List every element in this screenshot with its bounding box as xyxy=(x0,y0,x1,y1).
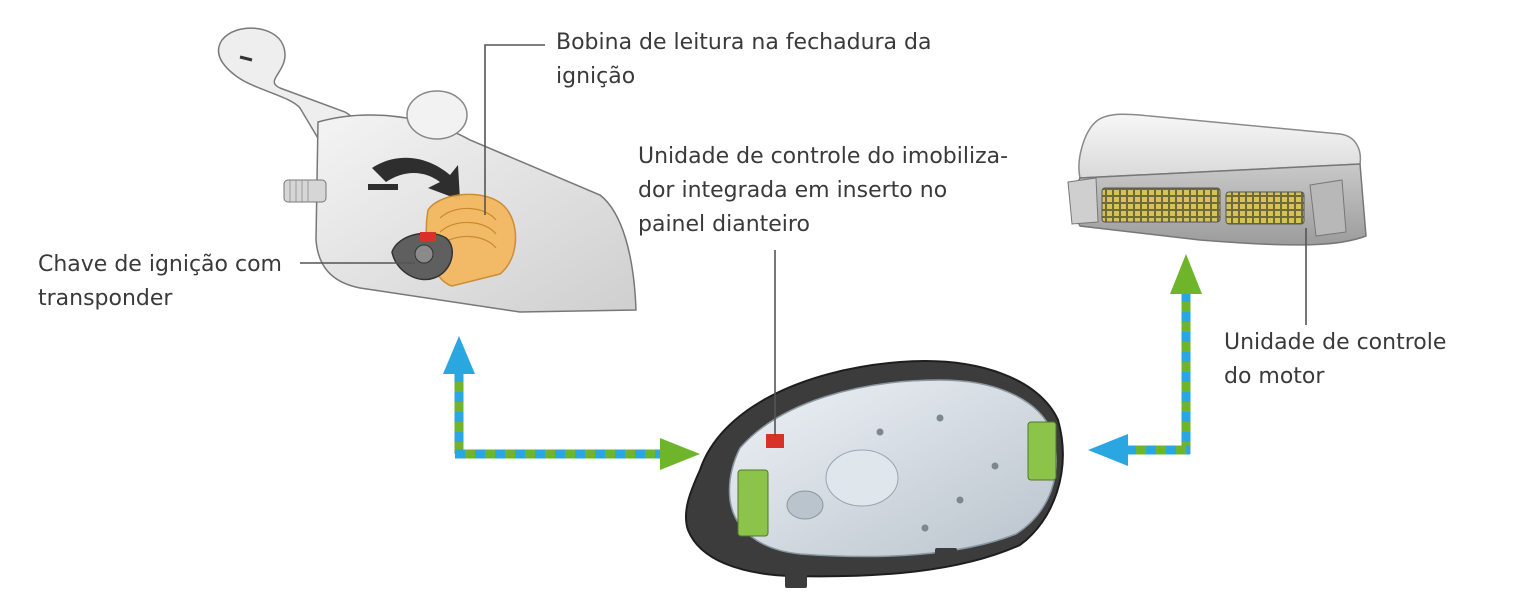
label-imobilizador-line-1: Unidade de controle do imobiliza- xyxy=(638,144,1009,169)
leader-lines xyxy=(300,44,1307,436)
engine-control-unit-icon xyxy=(1067,113,1367,246)
arrowhead-right-icon xyxy=(660,438,700,470)
stalk-mark-shape xyxy=(239,55,253,62)
ecu-top-shape xyxy=(1078,113,1362,179)
label-imobilizador: Unidade de controle do imobiliza- dor in… xyxy=(638,140,1008,242)
ecu-connector-right-shape xyxy=(1225,191,1305,225)
label-motor-line-1: Unidade de controle xyxy=(1224,330,1447,355)
arrowhead-left-icon xyxy=(1088,434,1128,466)
cluster-connector-right-shape xyxy=(1027,421,1057,481)
turn-arrow-shape xyxy=(372,157,460,200)
label-chave: Chave de ignição com transponder xyxy=(38,248,282,316)
data-path-right xyxy=(1088,254,1202,466)
label-bobina-line-2: ignição xyxy=(556,64,636,89)
ecu-connector-left-shape xyxy=(1101,187,1221,223)
label-bobina: Bobina de leitura na fechadura da igniçã… xyxy=(556,26,931,94)
data-path-left xyxy=(443,336,700,470)
label-imobilizador-line-3: painel dianteiro xyxy=(638,212,810,237)
label-chave-line-1: Chave de ignição com xyxy=(38,252,282,277)
transponder-chip-shape xyxy=(420,232,436,242)
threaded-shaft-shape xyxy=(283,179,327,203)
label-motor: Unidade de controle do motor xyxy=(1224,326,1446,394)
immobilizer-chip-shape xyxy=(766,434,784,448)
label-chave-line-2: transponder xyxy=(38,286,173,311)
arrowhead-up-icon xyxy=(1170,254,1202,294)
label-motor-line-2: do motor xyxy=(1224,364,1325,389)
label-imobilizador-line-2: dor integrada em inserto no xyxy=(638,178,948,203)
lock-knob-shape xyxy=(406,90,468,140)
label-bobina-line-1: Bobina de leitura na fechadura da xyxy=(556,30,932,55)
cluster-connector-left-shape xyxy=(737,469,769,537)
arrowhead-up-icon xyxy=(443,336,475,374)
leader-bobina xyxy=(484,44,545,215)
instrument-cluster-icon xyxy=(684,360,1064,588)
